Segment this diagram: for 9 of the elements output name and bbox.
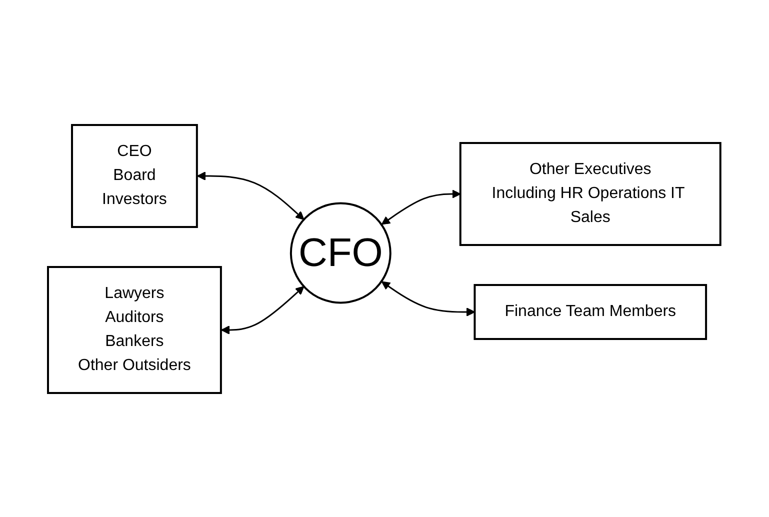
node-box: Finance Team Members [474, 284, 708, 340]
node-box: Other Executives Including HR Operations IT Sales [460, 142, 722, 246]
node-circle: CFO [290, 202, 392, 304]
arrow [382, 189, 462, 224]
arrow [382, 280, 476, 316]
arrow [221, 286, 305, 334]
node-box: CEO Board Investors [71, 124, 198, 228]
node-box: Lawyers Auditors Bankers Other Outsiders [47, 266, 222, 394]
arrow [197, 171, 305, 220]
